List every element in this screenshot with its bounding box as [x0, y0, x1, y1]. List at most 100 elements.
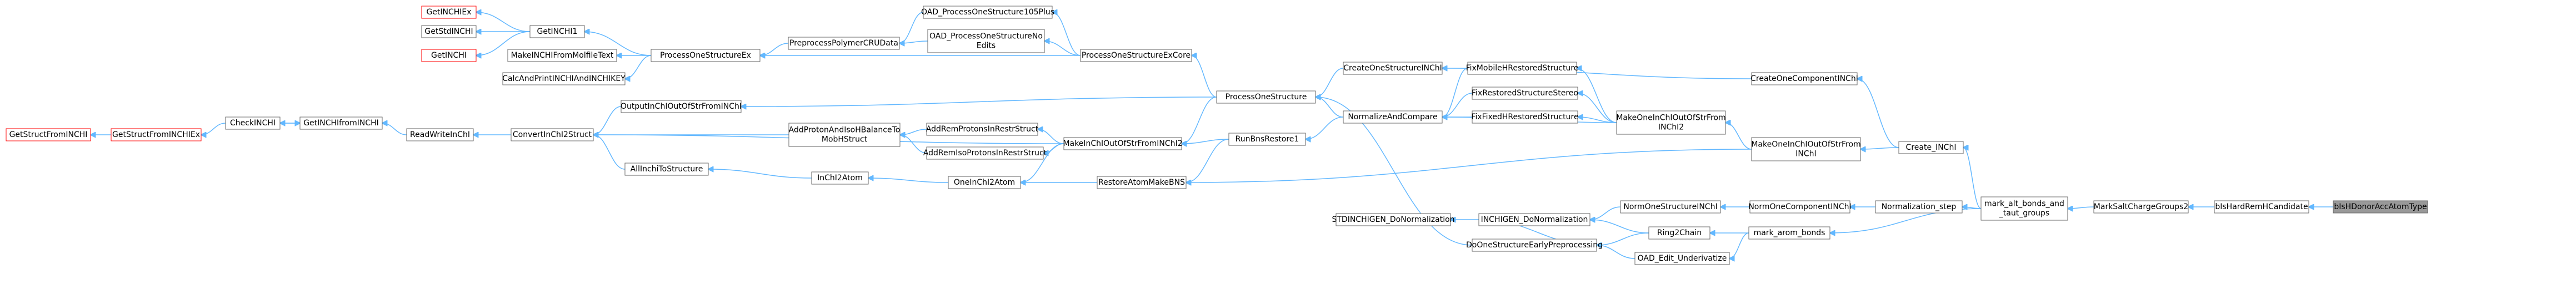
node-normalization-step[interactable]: Normalization_step — [1875, 200, 1963, 214]
edge-one-in-ch-i2-atom-to-make-in-ch-iout-of-str-from-inch-i2 — [1021, 143, 1064, 182]
edge-all-inchi-to-structure-to-in-ch-i2-atom — [708, 169, 812, 179]
node-make-inchifrom-molfile-text[interactable]: MakeINCHIFromMolfileText — [507, 49, 617, 62]
node-in-ch-i2-atom[interactable]: InChI2Atom — [811, 171, 869, 185]
node-do-one-structure-early-preprocessing[interactable]: DoOneStructureEarlyPreprocessing — [1466, 239, 1603, 252]
node-read-write-in-ch-i[interactable]: ReadWriteInChI — [406, 128, 474, 141]
node-label: GetINCHIfromINCHI — [303, 119, 379, 128]
edge-oad-process-one-structure105-plus-to-process-one-structure-ex-core — [1052, 12, 1081, 56]
node-restore-atom-make-bns[interactable]: RestoreAtomMakeBNS — [1097, 176, 1187, 189]
node-label: GetINCHI — [431, 51, 467, 60]
node-box — [2214, 200, 2309, 214]
edge-process-one-structure-to-normalize-and-compare — [1315, 97, 1344, 118]
node-label: mark_arom_bonds — [1754, 229, 1825, 237]
node-normalize-and-compare[interactable]: NormalizeAndCompare — [1343, 110, 1443, 124]
node-label: FixFixedHRestoredStructure — [1471, 113, 1578, 121]
edge-create-inch-i-to-mark-alt-bonds-and-taut-groups — [1963, 148, 1982, 209]
node-get-inchi[interactable]: GetINCHI — [421, 49, 477, 62]
node-process-one-structure-ex[interactable]: ProcessOneStructureEx — [651, 49, 761, 62]
node-box — [421, 25, 477, 38]
node-box — [1467, 62, 1577, 75]
node-label: RunBnsRestore1 — [1236, 135, 1299, 144]
node-create-one-structure-inch-i[interactable]: CreateOneStructureINChI — [1343, 62, 1443, 75]
node-box — [529, 25, 585, 38]
node-box — [225, 116, 281, 130]
node-get-std-inchi[interactable]: GetStdINCHI — [421, 25, 477, 38]
node-label: PreprocessPolymerCRUData — [789, 39, 898, 48]
node-box — [927, 29, 1045, 53]
node-get-inchi1[interactable]: GetINCHI1 — [529, 25, 585, 38]
node-norm-one-component-inch-i[interactable]: NormOneComponentINChI — [1748, 200, 1852, 214]
node-label: GetINCHIEx — [426, 8, 471, 17]
node-b-is-hdonor-acc-atom-type[interactable]: bIsHDonorAccAtomType — [2333, 200, 2428, 214]
node-fix-fixed-hrestored-structure[interactable]: FixFixedHRestoredStructure — [1471, 110, 1579, 124]
node-label: OAD_ProcessOneStructureNo — [929, 32, 1043, 41]
node-box — [1749, 200, 1850, 214]
edge-restore-atom-make-bns-to-make-one-in-ch-iout-of-str-from-inch-i — [1186, 149, 1752, 182]
node-box — [621, 100, 742, 113]
node-label: ConvertInChI2Struct — [513, 130, 592, 139]
edge-normalize-and-compare-to-fix-mobile-hrestored-structure — [1442, 68, 1468, 117]
node-preprocess-polymer-crudata[interactable]: PreprocessPolymerCRUData — [788, 37, 900, 50]
node-box — [1216, 90, 1316, 104]
edge-process-one-structure-ex-core-to-process-one-structure — [1192, 55, 1217, 98]
node-b-is-hard-rem-hcandidate[interactable]: bIsHardRemHCandidate — [2214, 200, 2309, 214]
node-all-inchi-to-structure[interactable]: AllInchiToStructure — [624, 163, 709, 176]
node-make-in-ch-iout-of-str-from-inch-i2[interactable]: MakeInChIOutOfStrFromINChI2 — [1063, 137, 1183, 150]
node-label: MakeInChIOutOfStrFromINChI2 — [1063, 139, 1182, 148]
node-get-struct-from-inchiex[interactable]: GetStructFromINCHIEx — [111, 128, 202, 141]
node-box — [1648, 226, 1710, 240]
node-norm-one-structure-inch-i[interactable]: NormOneStructureINChI — [1620, 200, 1721, 214]
node-get-inchiex[interactable]: GetINCHIEx — [421, 6, 477, 19]
node-convert-in-ch-i2-struct[interactable]: ConvertInChI2Struct — [511, 128, 594, 141]
node-label: AddProtonAndIsoHBalanceTo — [789, 126, 901, 135]
node-mark-salt-charge-groups2[interactable]: MarkSaltChargeGroups2 — [2093, 200, 2189, 214]
node-fix-mobile-hrestored-structure[interactable]: FixMobileHRestoredStructure — [1466, 62, 1579, 75]
node-run-bns-restore1[interactable]: RunBnsRestore1 — [1228, 133, 1306, 146]
edge-mark-alt-bonds-and-taut-groups-to-mark-salt-charge-groups2 — [2068, 207, 2094, 209]
node-add-rem-iso-protons-in-restr-struct[interactable]: AddRemIsoProtonsInRestrStruct — [923, 146, 1047, 160]
edge-get-struct-from-inchiex-to-check-inchi — [201, 123, 226, 135]
node-create-one-component-inch-i[interactable]: CreateOneComponentINChI — [1750, 72, 1858, 85]
node-mark-arom-bonds[interactable]: mark_arom_bonds — [1748, 226, 1830, 240]
node-process-one-structure[interactable]: ProcessOneStructure — [1216, 90, 1316, 104]
node-mark-alt-bonds-and-taut-groups[interactable]: mark_alt_bonds_and_taut_groups — [1980, 196, 2068, 221]
node-box — [1343, 110, 1443, 124]
node-calc-and-print-inchiand-inchikey[interactable]: CalcAndPrintINCHIAndINCHIKEY — [502, 72, 626, 85]
node-label: OneInChI2Atom — [954, 178, 1015, 187]
node-label: Ring2Chain — [1657, 229, 1702, 237]
edge-convert-in-ch-i2-struct-to-all-inchi-to-structure — [593, 135, 626, 170]
edge-get-inchi-to-get-inchi1 — [476, 31, 531, 55]
node-output-in-ch-iout-of-str-from-inch-i[interactable]: OutputInChIOutOfStrFromINChI — [621, 100, 742, 113]
node-get-inchifrom-inchi[interactable]: GetINCHIfromINCHI — [299, 116, 383, 130]
edge-make-in-ch-iout-of-str-from-inch-i2-to-process-one-structure — [1182, 97, 1217, 144]
node-oad-edit-underivatize[interactable]: OAD_Edit_Underivatize — [1634, 252, 1730, 265]
node-box — [1335, 213, 1451, 226]
node-ring2-chain[interactable]: Ring2Chain — [1648, 226, 1710, 240]
node-get-struct-from-inchi[interactable]: GetStructFromINCHI — [6, 128, 91, 141]
node-process-one-structure-ex-core[interactable]: ProcessOneStructureExCore — [1080, 49, 1192, 62]
edge-get-inchiex-to-get-inchi1 — [476, 12, 531, 32]
edge-make-one-in-ch-iout-of-str-from-inch-i2-to-make-one-in-ch-iout-of-str-from-inch-i — [1725, 123, 1752, 150]
node-label: MobHStruct — [822, 135, 868, 144]
node-check-inchi[interactable]: CheckINCHI — [225, 116, 281, 130]
node-box — [1472, 87, 1578, 100]
node-create-inch-i[interactable]: Create_INChI — [1898, 141, 1964, 154]
node-oad-process-one-structure105-plus[interactable]: OAD_ProcessOneStructure105Plus — [921, 6, 1054, 19]
node-box — [1097, 176, 1187, 189]
node-fix-restored-structure-stereo[interactable]: FixRestoredStructureStereo — [1472, 87, 1578, 100]
edge-process-one-structure-to-do-one-structure-early-preprocessing — [1315, 97, 1473, 246]
node-label: MakeOneInChIOutOfStrFrom — [1616, 114, 1725, 123]
node-one-in-ch-i2-atom[interactable]: OneInChI2Atom — [948, 176, 1021, 189]
node-label: _taut_groups — [1999, 209, 2049, 218]
node-box — [1472, 110, 1578, 124]
node-stdinchigen-do-normalization[interactable]: STDINCHIGEN_DoNormalization — [1332, 213, 1455, 226]
node-box — [1634, 252, 1730, 265]
node-add-rem-protons-in-restr-struct[interactable]: AddRemProtonsInRestrStruct — [926, 123, 1039, 136]
node-inchigen-do-normalization[interactable]: INCHIGEN_DoNormalization — [1478, 213, 1590, 226]
edge-fix-mobile-hrestored-structure-to-make-one-in-ch-iout-of-str-from-inch-i2 — [1577, 68, 1617, 123]
node-label: ReadWriteInChI — [410, 130, 470, 139]
